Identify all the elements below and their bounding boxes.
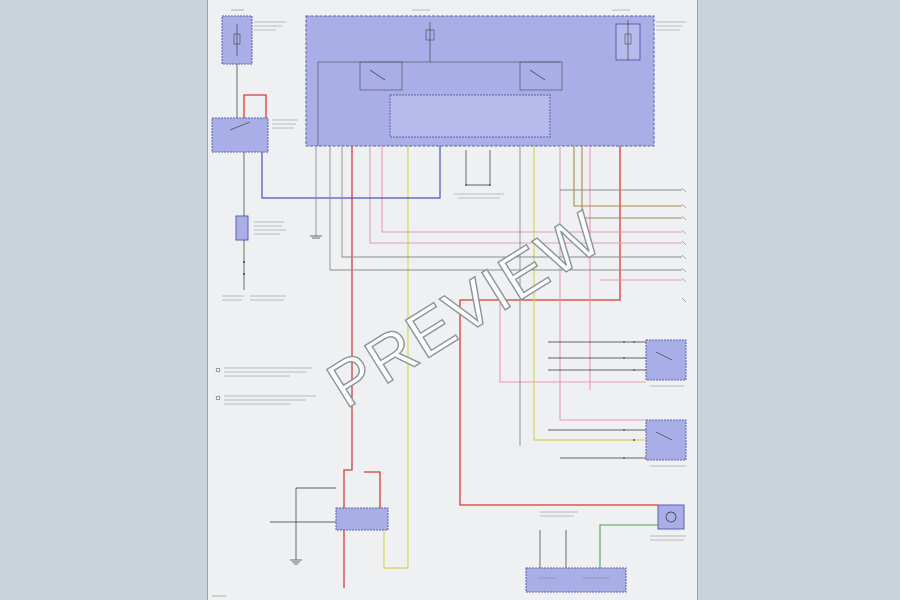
window-motor bbox=[657, 504, 685, 530]
blue-wires bbox=[261, 146, 441, 199]
gray-wires bbox=[315, 146, 682, 446]
pink-wires bbox=[369, 146, 682, 421]
black-wires bbox=[236, 64, 646, 568]
green-wires bbox=[599, 524, 658, 568]
switch-icon bbox=[655, 351, 673, 361]
fuse-icon bbox=[233, 33, 241, 45]
main-relay-module bbox=[305, 15, 655, 147]
lower-relay-module bbox=[335, 507, 389, 531]
yellow-wires bbox=[383, 146, 646, 569]
motor-icon bbox=[665, 511, 677, 523]
fuse-icon bbox=[425, 29, 435, 41]
switch-icon bbox=[229, 121, 251, 131]
left-switch-module bbox=[211, 117, 269, 153]
connector-block bbox=[235, 215, 249, 241]
wire-end-markers bbox=[681, 187, 687, 303]
fuse-icon bbox=[624, 33, 632, 45]
top-fuse-box bbox=[221, 15, 253, 65]
pin-markers bbox=[215, 184, 635, 459]
passenger-window-switch bbox=[645, 419, 687, 461]
red-wires bbox=[243, 94, 658, 588]
driver-window-switch bbox=[645, 339, 687, 381]
ground-icon bbox=[290, 235, 322, 565]
bottom-module bbox=[525, 567, 627, 593]
fine-print-marks bbox=[212, 9, 686, 597]
brown-wires bbox=[573, 146, 682, 219]
switch-icon bbox=[655, 431, 673, 441]
